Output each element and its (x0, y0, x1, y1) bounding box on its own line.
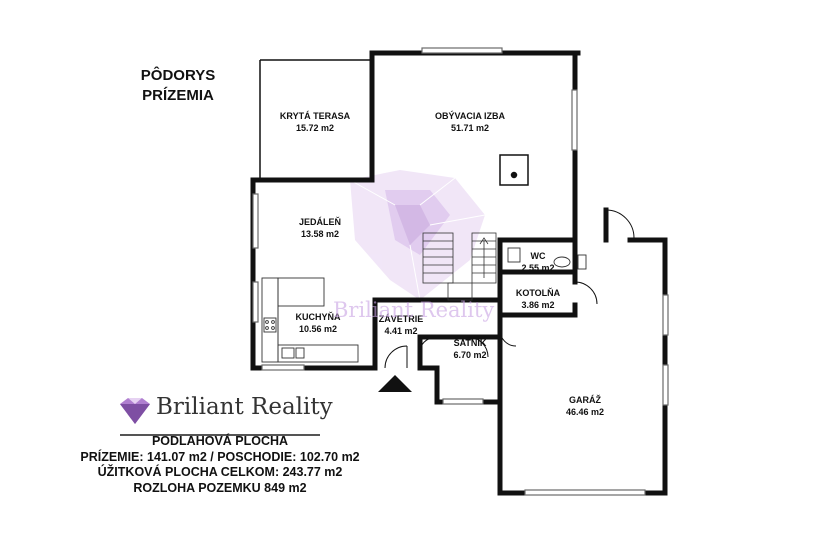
wc-fixtures (507, 247, 587, 270)
stairs (422, 232, 497, 301)
plan-title-line1: PÔDORYS (140, 67, 216, 84)
room-satnik: ŠATNÍK 6.70 m2 (445, 337, 495, 361)
doors (384, 209, 635, 369)
info-line-1: PODLAHOVÁ PLOCHA (151, 434, 289, 448)
kitchen-counters (261, 277, 359, 363)
room-obyvacia-izba: OBÝVACIA IZBA 51.71 m2 (420, 110, 520, 134)
room-name: GARÁŽ (569, 395, 601, 405)
room-name: KOTOLŇA (515, 288, 561, 298)
info-line-3: ÚŽITKOVÁ PLOCHA CELKOM: 243.77 m2 (97, 465, 343, 479)
room-area: 3.86 m2 (521, 300, 555, 310)
room-name: JEDÁLEŇ (298, 217, 341, 227)
windows (252, 47, 669, 496)
room-kotolna: KOTOLŇA 3.86 m2 (508, 287, 568, 311)
diamond-logo-icon (120, 398, 150, 424)
room-area: 51.71 m2 (450, 123, 490, 133)
room-kuchyna: KUCHYŇA 10.56 m2 (283, 311, 353, 335)
room-area: 6.70 m2 (453, 350, 487, 360)
area-info: PODLAHOVÁ PLOCHA PRÍZEMIE: 141.07 m2 / P… (60, 434, 380, 496)
room-name: ZÁVETRIE (378, 314, 424, 324)
info-line-4: ROZLOHA POZEMKU 849 m2 (133, 480, 307, 495)
room-area: 2.55 m2 (521, 263, 555, 273)
room-name: ŠATNÍK (453, 338, 487, 348)
room-name: KUCHYŇA (295, 312, 341, 322)
room-jedalen: JEDÁLEŇ 13.58 m2 (275, 216, 365, 240)
brand-logo: Briliant Reality (116, 394, 333, 440)
room-area: 15.72 m2 (295, 123, 335, 133)
plan-title-line2: PRÍZEMIA (142, 87, 214, 104)
room-name: KRYTÁ TERASA (279, 111, 351, 121)
fireplace (499, 154, 529, 186)
room-name: OBÝVACIA IZBA (434, 111, 505, 121)
entrance-arrow-icon (378, 375, 412, 392)
watermark-text: Briliant Reality (333, 298, 495, 322)
room-area: 10.56 m2 (298, 324, 338, 334)
room-name: WC (530, 251, 546, 261)
room-wc: WC 2.55 m2 (518, 250, 558, 274)
room-zavetrie: ZÁVETRIE 4.41 m2 (372, 313, 430, 337)
room-area: 46.46 m2 (565, 407, 605, 417)
brand-underline (120, 434, 320, 436)
room-area: 4.41 m2 (384, 326, 418, 336)
room-area: 13.58 m2 (300, 229, 340, 239)
brand-name: Briliant Reality (156, 394, 333, 420)
watermark-gem-icon (349, 170, 486, 301)
room-kryta-terasa: KRYTÁ TERASA 15.72 m2 (270, 110, 360, 134)
room-garaz: GARÁŽ 46.46 m2 (555, 394, 615, 418)
info-line-2: PRÍZEMIE: 141.07 m2 / POSCHODIE: 102.70 … (80, 449, 360, 464)
plan-title: PÔDORYS PRÍZEMIA (118, 66, 238, 106)
